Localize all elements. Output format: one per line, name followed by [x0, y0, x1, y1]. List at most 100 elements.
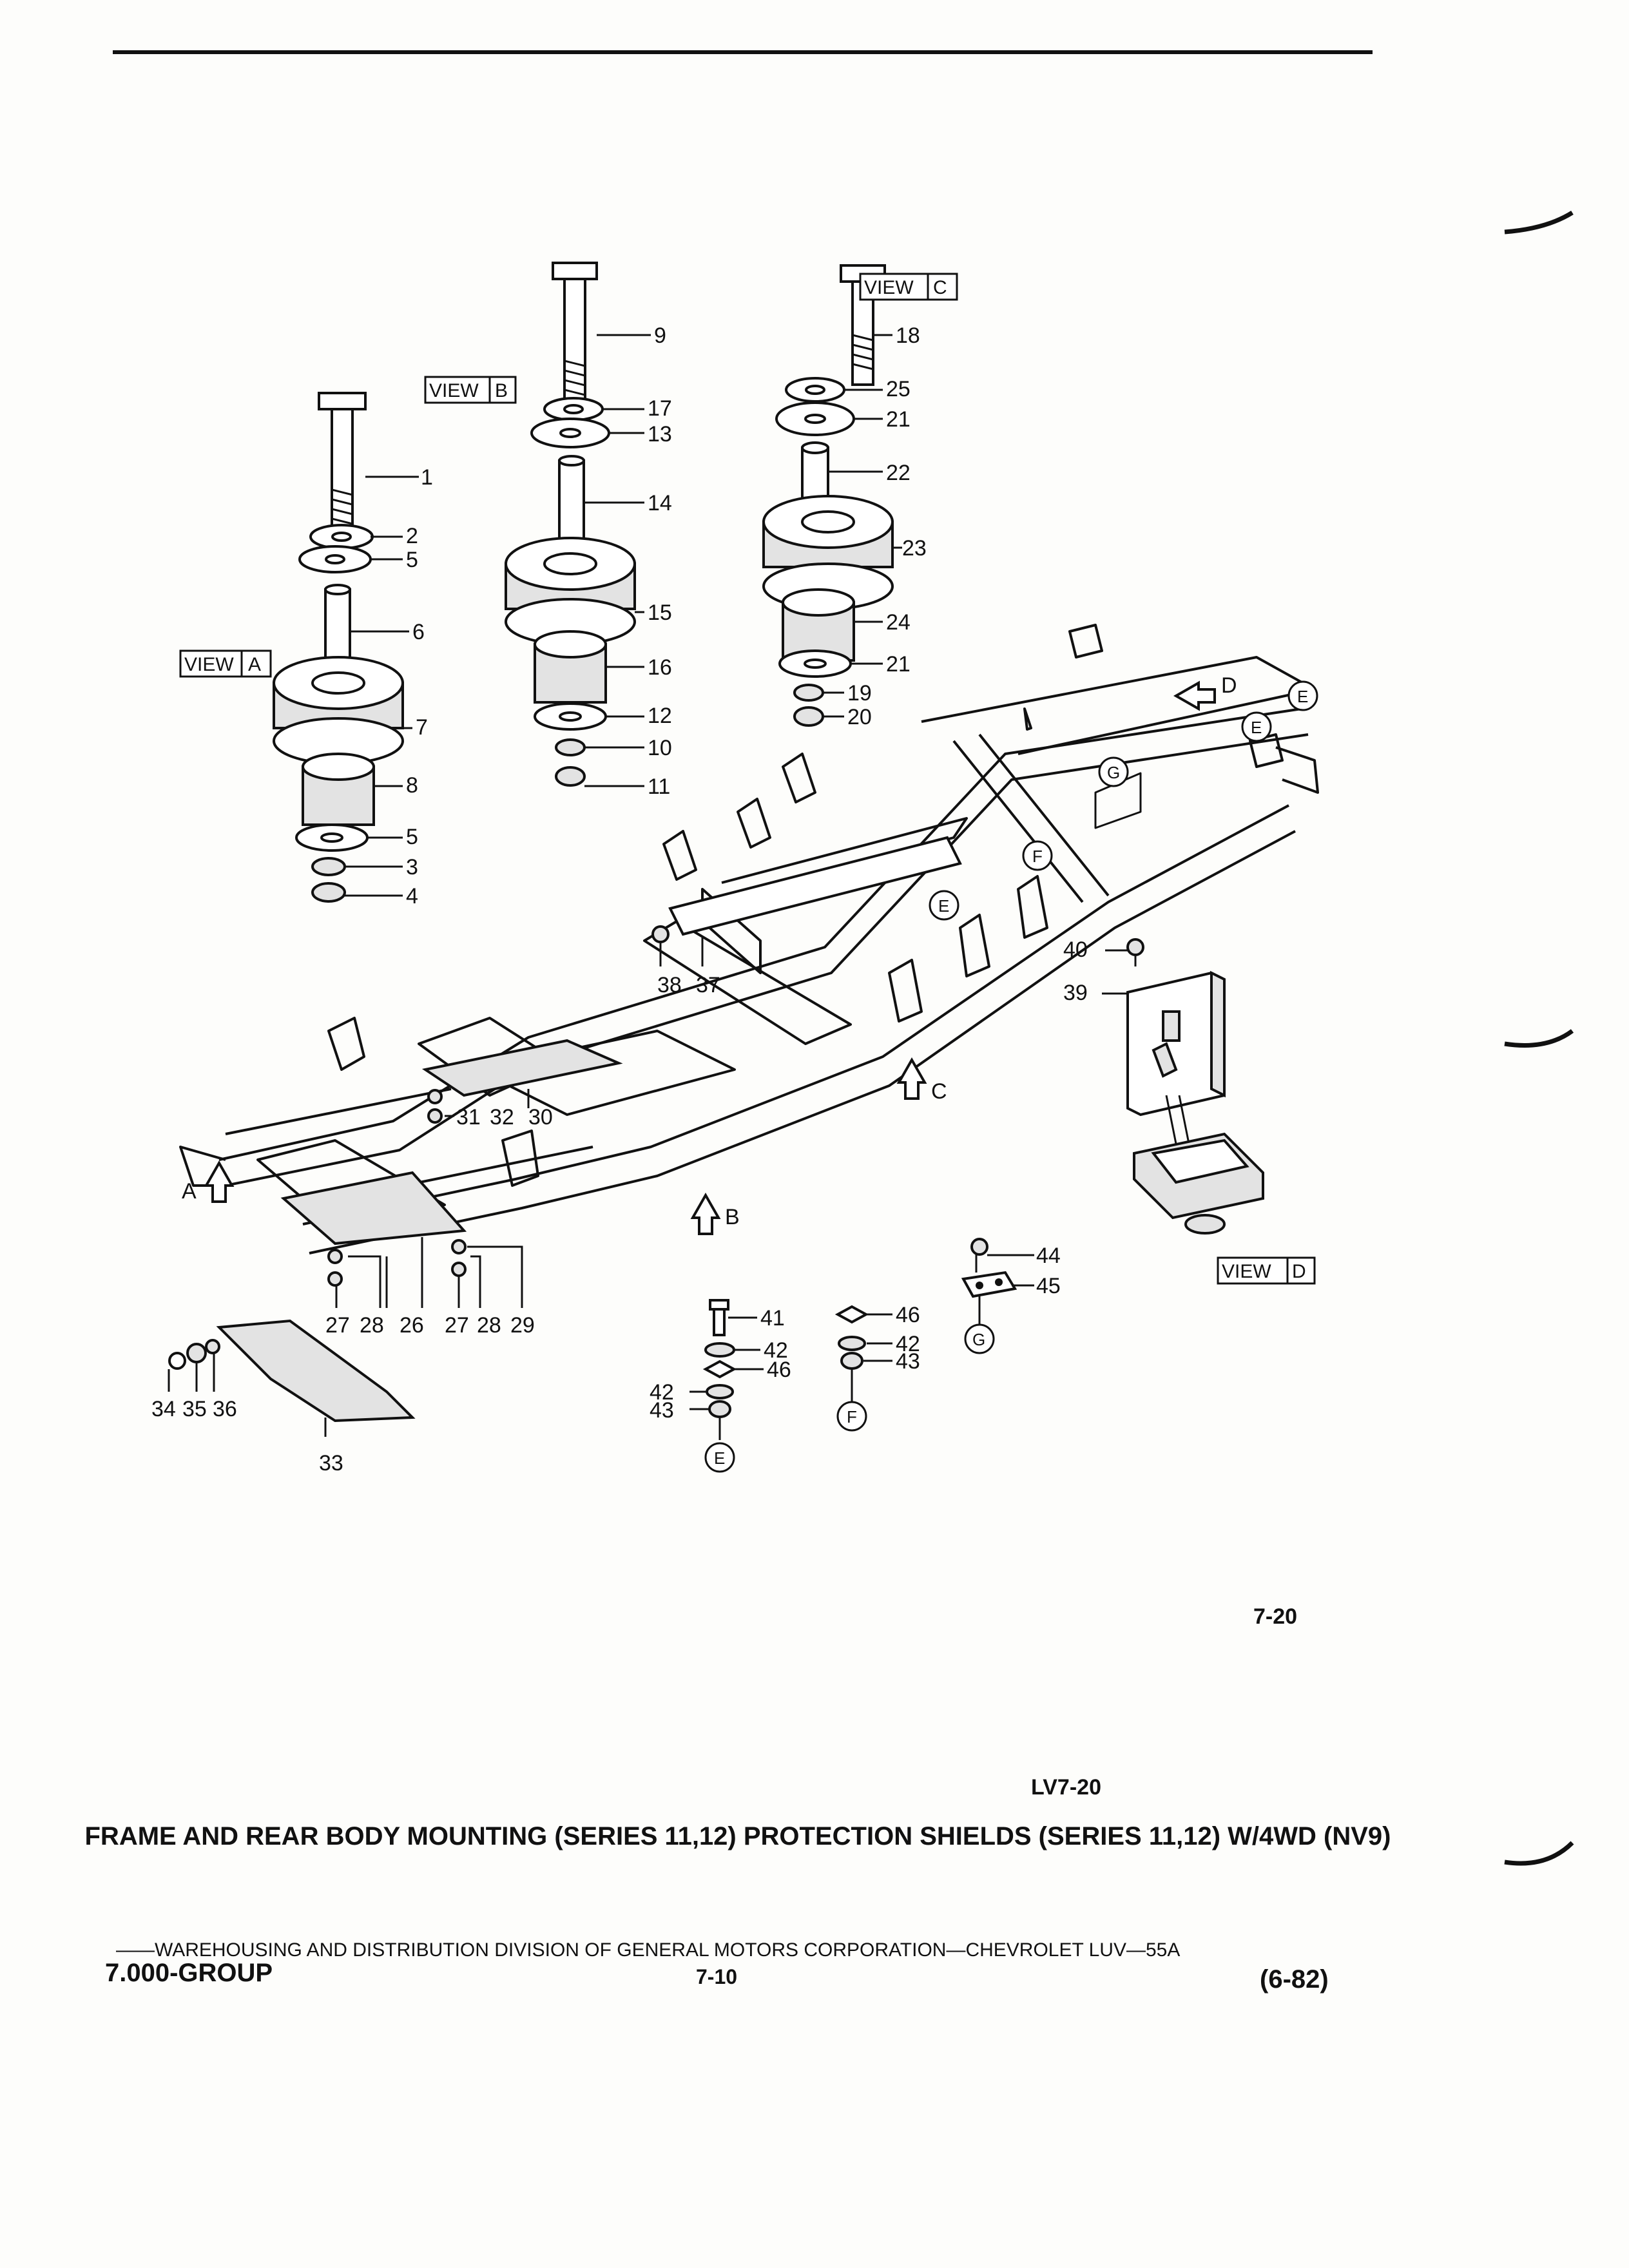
callout-15: 15 — [648, 601, 672, 625]
callout-31: 31 — [456, 1105, 481, 1129]
view-a-label-box: VIEW A — [179, 649, 272, 678]
svg-text:C: C — [931, 1079, 947, 1104]
callout-19: 19 — [847, 681, 872, 706]
callout-39: 39 — [1063, 981, 1088, 1005]
view-b-mount-stack — [505, 262, 651, 787]
svg-text:E: E — [938, 896, 949, 916]
svg-text:E: E — [1251, 718, 1262, 737]
sheet-reference: 7-20 — [1253, 1604, 1298, 1629]
callout-41: 41 — [760, 1306, 785, 1331]
svg-text:G: G — [972, 1330, 985, 1349]
callout-11: 11 — [648, 774, 670, 799]
binding-mark — [1504, 1841, 1574, 1866]
svg-text:E: E — [714, 1448, 725, 1468]
callout-1: 1 — [421, 465, 433, 490]
callout-21: 21 — [886, 407, 911, 432]
callout-42: 42 — [764, 1338, 788, 1363]
callout-33: 33 — [319, 1451, 343, 1475]
callout-30: 30 — [528, 1105, 553, 1129]
view-b-label-box: VIEW B — [424, 376, 517, 404]
callout-20: 20 — [847, 705, 872, 729]
callout-17: 17 — [648, 396, 672, 421]
shield-26 — [280, 1171, 523, 1308]
fastener-group-f: F — [834, 1305, 892, 1432]
direction-arrow-c: C — [896, 1057, 947, 1104]
svg-text:A: A — [248, 654, 261, 675]
callout-29: 29 — [510, 1313, 535, 1338]
callout-38: 38 — [657, 973, 682, 997]
callout-26: 26 — [400, 1313, 424, 1338]
callout-46: 46 — [896, 1303, 920, 1327]
callout-27: 27 — [325, 1313, 350, 1338]
crossmember-37 — [651, 836, 962, 966]
callout-23: 23 — [902, 536, 927, 561]
fastener-group-g: G — [961, 1238, 1034, 1354]
callout-28: 28 — [477, 1313, 501, 1338]
callout-12: 12 — [648, 704, 672, 728]
footer-page-number: 7-10 — [696, 1965, 738, 1988]
callout-5: 5 — [406, 825, 418, 849]
svg-text:E: E — [1297, 687, 1308, 706]
view-d-label-box: VIEW D — [1217, 1256, 1316, 1285]
callout-8: 8 — [406, 773, 418, 798]
callout-9: 9 — [654, 323, 666, 348]
svg-text:F: F — [1032, 847, 1043, 866]
svg-text:C: C — [933, 277, 947, 298]
ladder-frame — [179, 624, 1319, 1254]
callout-45: 45 — [1036, 1274, 1061, 1298]
callout-28: 28 — [360, 1313, 384, 1338]
callout-44: 44 — [1036, 1244, 1061, 1268]
callout-5: 5 — [406, 548, 418, 572]
direction-arrow-b: B — [690, 1192, 740, 1235]
spare-tire-carrier-39 — [1102, 938, 1264, 1235]
callout-37: 37 — [696, 973, 720, 997]
svg-text:A: A — [182, 1179, 197, 1204]
callout-43: 43 — [650, 1398, 674, 1423]
direction-arrow-a: A — [182, 1160, 235, 1204]
binding-mark — [1504, 211, 1574, 235]
top-rule — [113, 50, 1373, 54]
callout-32: 32 — [490, 1105, 514, 1129]
view-c-mount-stack — [762, 264, 902, 727]
callout-22: 22 — [886, 461, 911, 485]
location-marker-e-front-1: E — [1241, 711, 1272, 742]
callout-21: 21 — [886, 652, 911, 677]
callout-6: 6 — [412, 620, 425, 644]
svg-text:B: B — [725, 1205, 740, 1229]
callout-35: 35 — [182, 1397, 207, 1421]
svg-text:D: D — [1292, 1261, 1306, 1282]
page-title: FRAME AND REAR BODY MOUNTING (SERIES 11,… — [84, 1822, 1391, 1850]
view-c-label-box: VIEW C — [859, 273, 958, 301]
svg-text:VIEW: VIEW — [864, 277, 914, 298]
view-a-mount-stack — [273, 392, 419, 903]
callout-18: 18 — [896, 323, 920, 348]
svg-text:G: G — [1107, 763, 1120, 782]
callout-25: 25 — [886, 377, 911, 401]
callout-40: 40 — [1063, 937, 1088, 962]
callout-43: 43 — [896, 1349, 920, 1374]
callout-46: 46 — [767, 1358, 791, 1382]
svg-text:F: F — [847, 1407, 857, 1427]
callout-34: 34 — [151, 1397, 176, 1421]
figure-code: LV7-20 — [1031, 1775, 1101, 1800]
location-marker-f-frame: F — [1022, 840, 1053, 871]
footer-group: 7.000-GROUP — [105, 1959, 273, 1987]
footer-date: (6-82) — [1260, 1965, 1329, 1994]
direction-arrow-d: D — [1173, 673, 1237, 711]
location-marker-g-frame: G — [1098, 756, 1129, 787]
svg-text:VIEW: VIEW — [184, 654, 234, 675]
callout-27: 27 — [445, 1313, 469, 1338]
callout-24: 24 — [886, 610, 911, 635]
protection-guard-33 — [168, 1319, 416, 1437]
callout-10: 10 — [648, 736, 672, 760]
callout-42: 42 — [650, 1380, 674, 1405]
footer-publisher-line: ——WAREHOUSING AND DISTRIBUTION DIVISION … — [116, 1939, 1181, 1961]
callout-16: 16 — [648, 655, 672, 680]
callout-14: 14 — [648, 491, 672, 515]
location-marker-e-frame: E — [929, 890, 959, 921]
callout-4: 4 — [406, 884, 418, 908]
binding-mark — [1504, 1029, 1574, 1048]
svg-text:VIEW: VIEW — [429, 380, 479, 401]
callout-42: 42 — [896, 1332, 920, 1356]
